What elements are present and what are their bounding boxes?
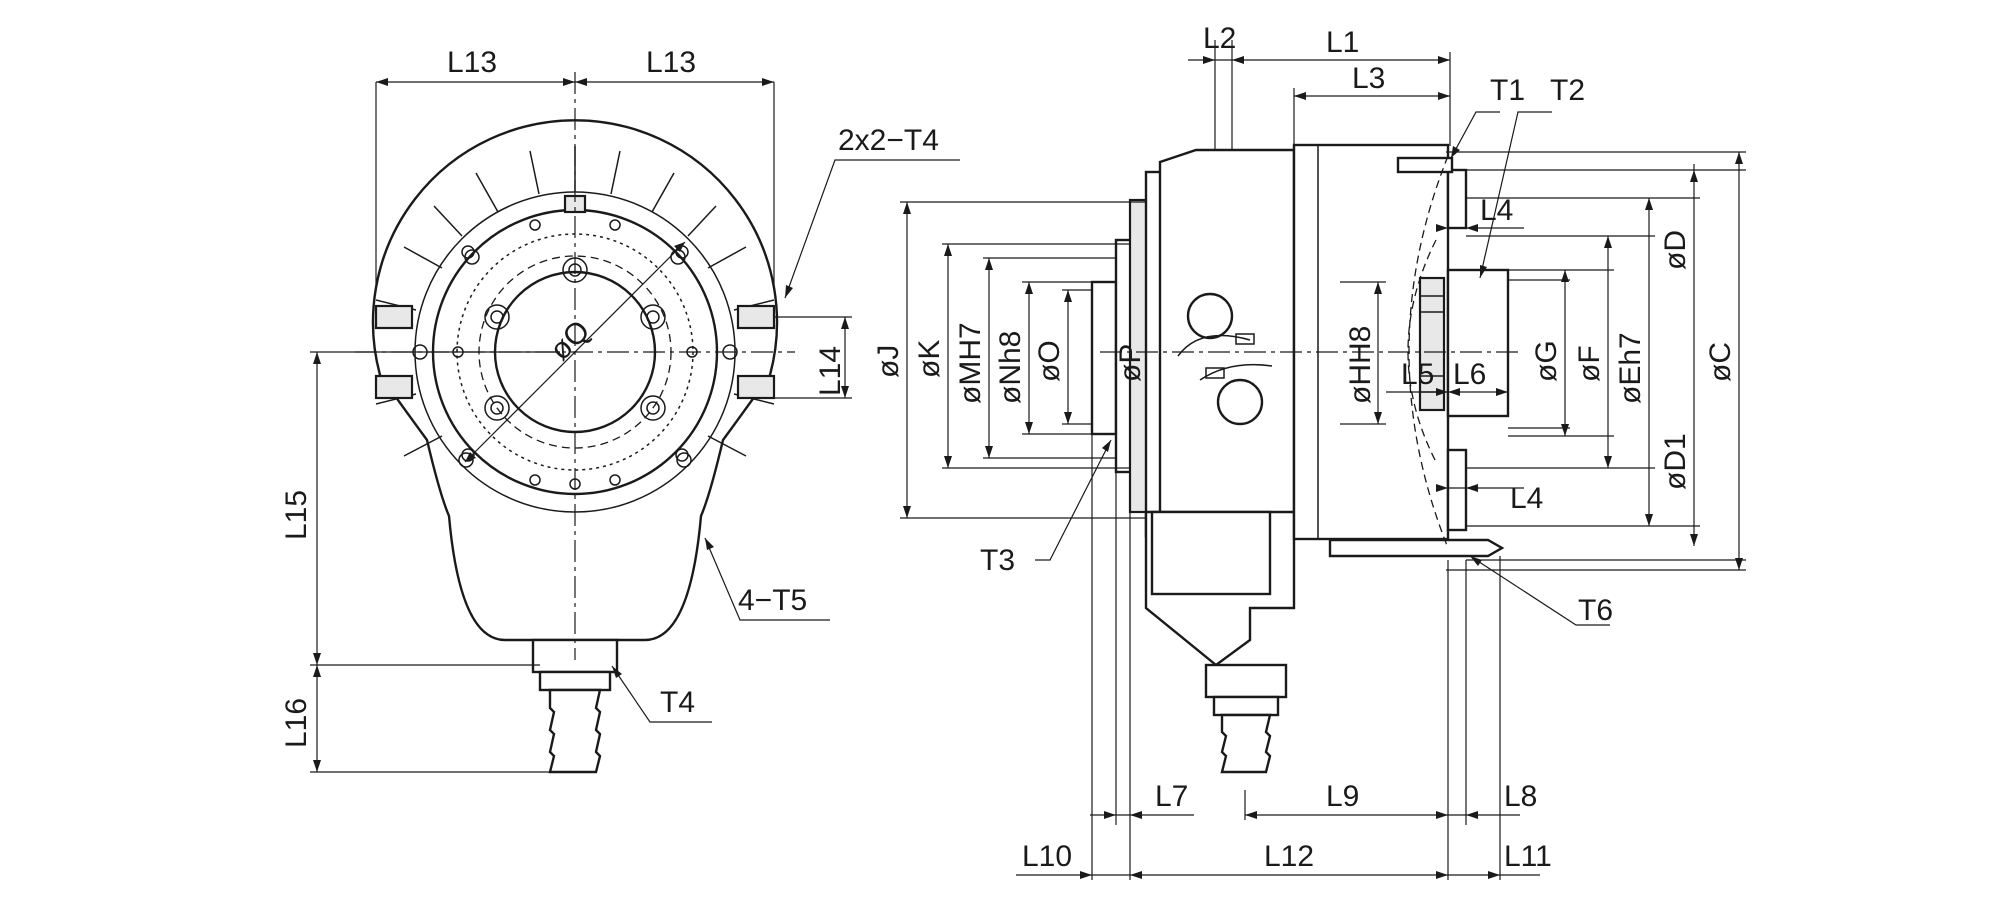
bolt-holes-t4 xyxy=(484,257,666,421)
top-pin xyxy=(1396,156,1454,174)
rear-flange-outer xyxy=(1090,280,1118,436)
hidden-bore xyxy=(1407,239,1437,463)
label-l1: L1 xyxy=(1326,26,1359,59)
right-dim-lines xyxy=(1377,152,1740,570)
label-dia-eh7: øEh7 xyxy=(1614,332,1647,404)
label-dia-j: øJ xyxy=(872,345,905,378)
label-fitting: T4 xyxy=(660,686,695,719)
side-view: L2 L1 L3 T1 T2 L4 L4 L5 L6 T3 T6 L7 L9 L… xyxy=(872,22,1746,880)
label-dia-f: øF xyxy=(1573,345,1606,382)
label-dia-d: øD xyxy=(1659,230,1692,270)
label-dia-k: øK xyxy=(913,340,946,378)
port-lower xyxy=(1216,378,1264,426)
label-l10: L10 xyxy=(1022,840,1072,873)
label-l11: L11 xyxy=(1504,840,1552,873)
label-l5: L5 xyxy=(1401,358,1434,391)
port-symbol-1 xyxy=(1235,333,1255,345)
label-dia-nh8: øNh8 xyxy=(994,331,1027,404)
label-l9: L9 xyxy=(1326,780,1359,813)
label-dia-hh8: øHH8 xyxy=(1344,326,1377,404)
hose-barb xyxy=(548,688,602,774)
label-l6: L6 xyxy=(1453,358,1486,391)
label-dia-p: øP xyxy=(1114,344,1147,382)
label-l3: L3 xyxy=(1352,62,1385,95)
boss-right-lower xyxy=(736,374,776,400)
label-l14: L14 xyxy=(814,346,847,396)
label-l12: L12 xyxy=(1264,840,1314,873)
side-hose-barb xyxy=(1220,713,1272,774)
label-l13-right: L13 xyxy=(646,46,696,79)
side-fitting-base xyxy=(1204,663,1288,699)
label-dia-d1: øD1 xyxy=(1659,433,1692,490)
label-t3: T3 xyxy=(980,544,1015,577)
fitting-hex xyxy=(538,670,612,692)
label-l4-top: L4 xyxy=(1480,194,1513,227)
boss-left-upper xyxy=(374,304,414,330)
left-dim-extensions xyxy=(900,201,1146,519)
label-l15: L15 xyxy=(280,490,313,540)
label-l2: L2 xyxy=(1203,22,1236,55)
boss-left-lower xyxy=(374,374,414,400)
label-t2: T2 xyxy=(1550,74,1585,107)
port-upper xyxy=(1186,292,1234,340)
label-slots: 4−T5 xyxy=(738,584,807,617)
label-dia-mh7: øMH7 xyxy=(954,322,987,404)
side-fitting-hex xyxy=(1212,695,1280,717)
dia-q-line xyxy=(464,241,686,463)
port-arc xyxy=(1177,334,1251,357)
label-l7: L7 xyxy=(1155,780,1188,813)
label-t6: T6 xyxy=(1578,594,1613,627)
front-view: L13 L13 2x2−T4 øQ L14 L15 L16 4−T5 T4 xyxy=(280,46,960,774)
label-l16: L16 xyxy=(280,698,313,748)
port-symbol-2 xyxy=(1205,367,1225,379)
boss-right-upper xyxy=(736,304,776,330)
label-bolt-holes: 2x2−T4 xyxy=(838,124,939,157)
top-dims xyxy=(1188,40,1451,150)
label-dia-c: øC xyxy=(1704,342,1737,382)
chuck-nose xyxy=(1418,276,1446,412)
front-step-lower xyxy=(1446,448,1468,532)
label-dia-g: øG xyxy=(1530,340,1563,382)
label-l4-bottom: L4 xyxy=(1510,482,1543,515)
right-dim-extensions xyxy=(1340,169,1746,561)
label-t1: T1 xyxy=(1490,74,1525,107)
bottom-bolt-t6 xyxy=(1328,538,1505,558)
label-l8: L8 xyxy=(1504,780,1537,813)
body-side-panel xyxy=(1150,510,1272,596)
left-dim-lines xyxy=(906,202,1069,518)
label-l13-left: L13 xyxy=(447,46,497,79)
label-dia-o: øO xyxy=(1033,340,1066,382)
front-step-upper xyxy=(1446,168,1468,230)
